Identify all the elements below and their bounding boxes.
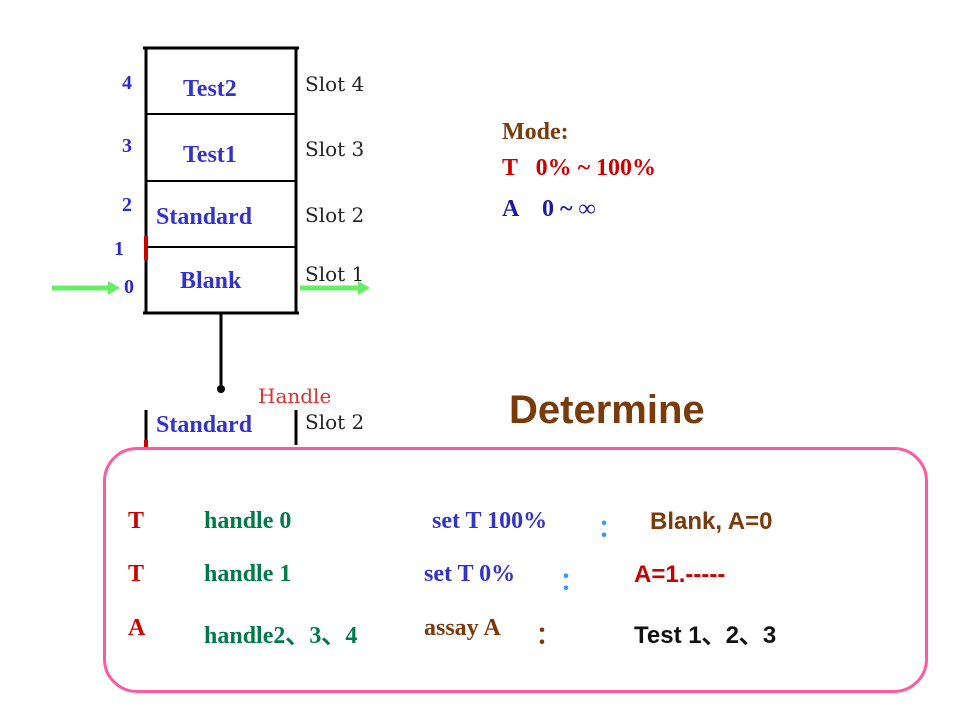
position-number-2: 2 xyxy=(122,194,132,216)
lower-slot-name-2: Slot 2 xyxy=(305,410,365,434)
row-result: A=1.----- xyxy=(634,561,726,588)
slot-name-4: Slot 4 xyxy=(305,72,365,96)
slot-name-1: Slot 1 xyxy=(305,262,365,286)
light-in-arrow xyxy=(52,281,120,295)
position-number-4: 4 xyxy=(122,72,132,94)
position-number-0: 0 xyxy=(124,276,134,298)
position-number-1: 1 xyxy=(114,238,124,260)
slot-label-test2: Test2 xyxy=(183,76,237,102)
mode-a-range: A 0 ~ ∞ xyxy=(502,196,596,222)
slot-label-standard: Standard xyxy=(156,204,253,230)
slot-label-blank: Blank xyxy=(180,268,242,294)
lower-slot-label-standard: Standard xyxy=(156,412,253,438)
slot-name-2: Slot 2 xyxy=(305,203,365,227)
slot-label-test1: Test1 xyxy=(183,142,237,168)
row-result: Blank, A=0 xyxy=(650,508,773,535)
mode-title: Mode: xyxy=(502,119,569,145)
light-out-arrow xyxy=(300,281,370,295)
row-handle: handle2、3、4 xyxy=(204,623,358,649)
row-handle: handle 1 xyxy=(204,561,292,587)
row-action: assay A xyxy=(424,615,501,641)
row-result: Test 1、2、3 xyxy=(634,622,777,649)
handle-label: Handle xyxy=(258,384,332,408)
mode-t-range: T 0% ~ 100% xyxy=(502,155,657,181)
procedure-panel xyxy=(103,447,928,693)
row-mode: A xyxy=(128,615,146,641)
slot-name-3: Slot 3 xyxy=(305,137,365,161)
row-separator: ： xyxy=(598,516,622,542)
handle-knob xyxy=(217,385,225,393)
row-action: set T 100% xyxy=(432,508,548,534)
row-mode: T xyxy=(128,561,145,587)
row-separator: ： xyxy=(536,623,560,649)
row-handle: handle 0 xyxy=(204,508,292,534)
heading-determine: Determine xyxy=(509,388,705,432)
row-mode: T xyxy=(128,508,145,534)
position-number-3: 3 xyxy=(122,135,132,157)
row-separator: ： xyxy=(560,569,584,595)
row-action: set T 0% xyxy=(424,561,516,587)
